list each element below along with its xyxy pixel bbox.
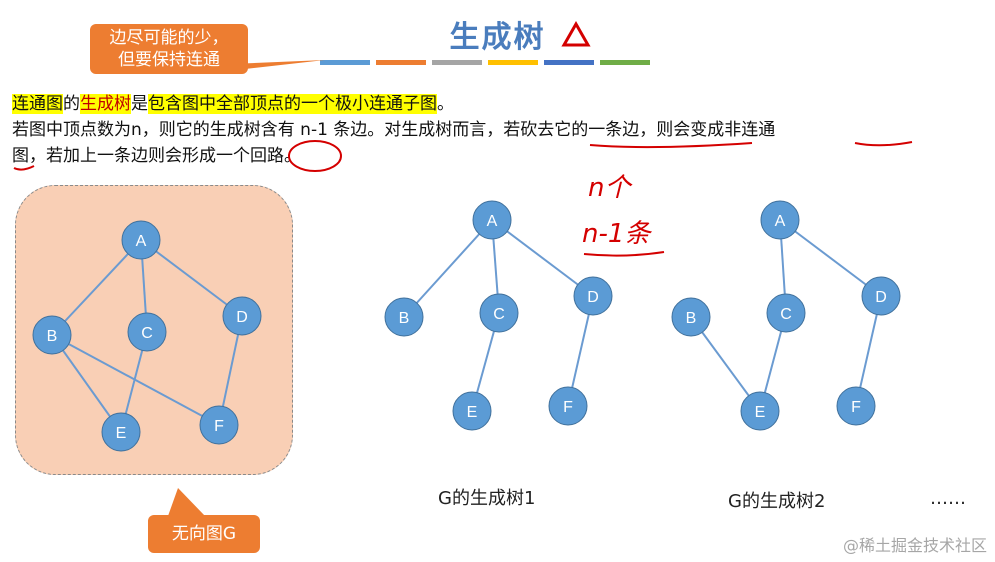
node-label: C	[493, 306, 505, 323]
node-label: B	[47, 328, 58, 345]
underline-annotation	[583, 251, 665, 257]
t1-node-A: A	[472, 200, 512, 240]
callout-top-line2: 但要保持连通	[118, 50, 220, 70]
node-circle	[452, 391, 492, 431]
node-circle	[861, 276, 901, 316]
t2-node-D: D	[861, 276, 901, 316]
triangle-icon	[561, 20, 591, 47]
g-node-E: E	[101, 412, 141, 452]
g-node-C: C	[127, 312, 167, 352]
t2-edge-AD	[779, 219, 882, 297]
node-label: E	[116, 425, 127, 442]
node-circle	[101, 412, 141, 452]
node-label: E	[467, 404, 478, 421]
term-spanning-tree: 生成树	[80, 94, 131, 114]
caption-ellipsis: ……	[930, 488, 966, 509]
g-edge-AB	[51, 239, 142, 336]
color-bar	[600, 60, 650, 65]
t2-node-B: B	[671, 297, 711, 337]
underline-annotation	[589, 142, 753, 149]
node-label: C	[780, 306, 792, 323]
t2-node-A: A	[760, 200, 800, 240]
node-circle	[671, 297, 711, 337]
node-label: D	[236, 309, 248, 326]
title-color-bars	[320, 60, 650, 65]
watermark: @稀土掘金技术社区	[842, 536, 987, 555]
definition-highlight: 包含图中全部顶点的一个极小连通子图	[148, 94, 437, 114]
node-label: B	[399, 310, 410, 327]
t1-node-C: C	[479, 293, 519, 333]
t2-node-C: C	[766, 293, 806, 333]
node-circle	[573, 276, 613, 316]
node-label: D	[875, 289, 887, 306]
underline-annotation	[13, 165, 35, 171]
nodes-layer: A B C D E F A B C D E F A B C D E F	[32, 200, 901, 452]
node-circle	[548, 386, 588, 426]
node-label: F	[214, 418, 224, 435]
color-bar	[488, 60, 538, 65]
circle-annotation	[288, 140, 342, 172]
definition-line: 连通图的生成树是包含图中全部顶点的一个极小连通子图。	[12, 92, 454, 116]
node-label: A	[136, 233, 147, 250]
property-line-1: 若图中顶点数为n，则它的生成树含有 n-1 条边。对生成树而言，若砍去它的一条边…	[12, 120, 776, 140]
t1-node-E: E	[452, 391, 492, 431]
node-label: E	[755, 404, 766, 421]
node-circle	[479, 293, 519, 333]
color-bar	[432, 60, 482, 65]
node-circle	[222, 296, 262, 336]
caption-tree-1: G的生成树1	[438, 488, 536, 509]
t1-node-D: D	[573, 276, 613, 316]
g-edge-BE	[51, 334, 122, 433]
node-label: A	[775, 213, 786, 230]
color-bar	[544, 60, 594, 65]
handwriting-note-2: n-1条	[582, 219, 652, 249]
property-line-2: 图，若加上一条边则会形成一个回路。	[12, 146, 301, 166]
g-node-F: F	[199, 405, 239, 445]
g-edge-AD	[140, 239, 243, 317]
color-bar	[376, 60, 426, 65]
slide-title: 生成树	[449, 20, 546, 55]
t1-edge-AD	[491, 219, 594, 297]
node-label: F	[563, 399, 573, 416]
t2-node-F: F	[836, 386, 876, 426]
node-circle	[760, 200, 800, 240]
callout-top-line1: 边尽可能的少，	[109, 28, 229, 48]
handwriting-note-1: n个	[588, 173, 633, 203]
node-circle	[836, 386, 876, 426]
t1-node-F: F	[548, 386, 588, 426]
color-bar	[320, 60, 370, 65]
node-circle	[472, 200, 512, 240]
t1-node-B: B	[384, 297, 424, 337]
term-connected-graph: 连通图	[12, 94, 63, 114]
node-circle	[384, 297, 424, 337]
node-label: D	[587, 289, 599, 306]
text-fragment: 的	[63, 94, 80, 114]
node-circle	[127, 312, 167, 352]
underline-annotation	[854, 141, 913, 147]
node-label: A	[487, 213, 498, 230]
callout-top: 边尽可能的少， 但要保持连通	[90, 24, 248, 74]
g-node-A: A	[121, 220, 161, 260]
node-circle	[740, 391, 780, 431]
text-fragment: 是	[131, 94, 148, 114]
node-circle	[121, 220, 161, 260]
t2-node-E: E	[740, 391, 780, 431]
callout-bottom: 无向图G	[148, 515, 260, 553]
node-circle	[766, 293, 806, 333]
node-circle	[32, 315, 72, 355]
g-node-D: D	[222, 296, 262, 336]
t1-edge-AB	[403, 219, 493, 318]
text-fragment: 。	[437, 94, 454, 114]
caption-tree-2: G的生成树2	[728, 491, 826, 512]
node-label: C	[141, 325, 153, 342]
node-label: B	[686, 310, 697, 327]
node-label: F	[851, 399, 861, 416]
node-circle	[199, 405, 239, 445]
g-node-B: B	[32, 315, 72, 355]
